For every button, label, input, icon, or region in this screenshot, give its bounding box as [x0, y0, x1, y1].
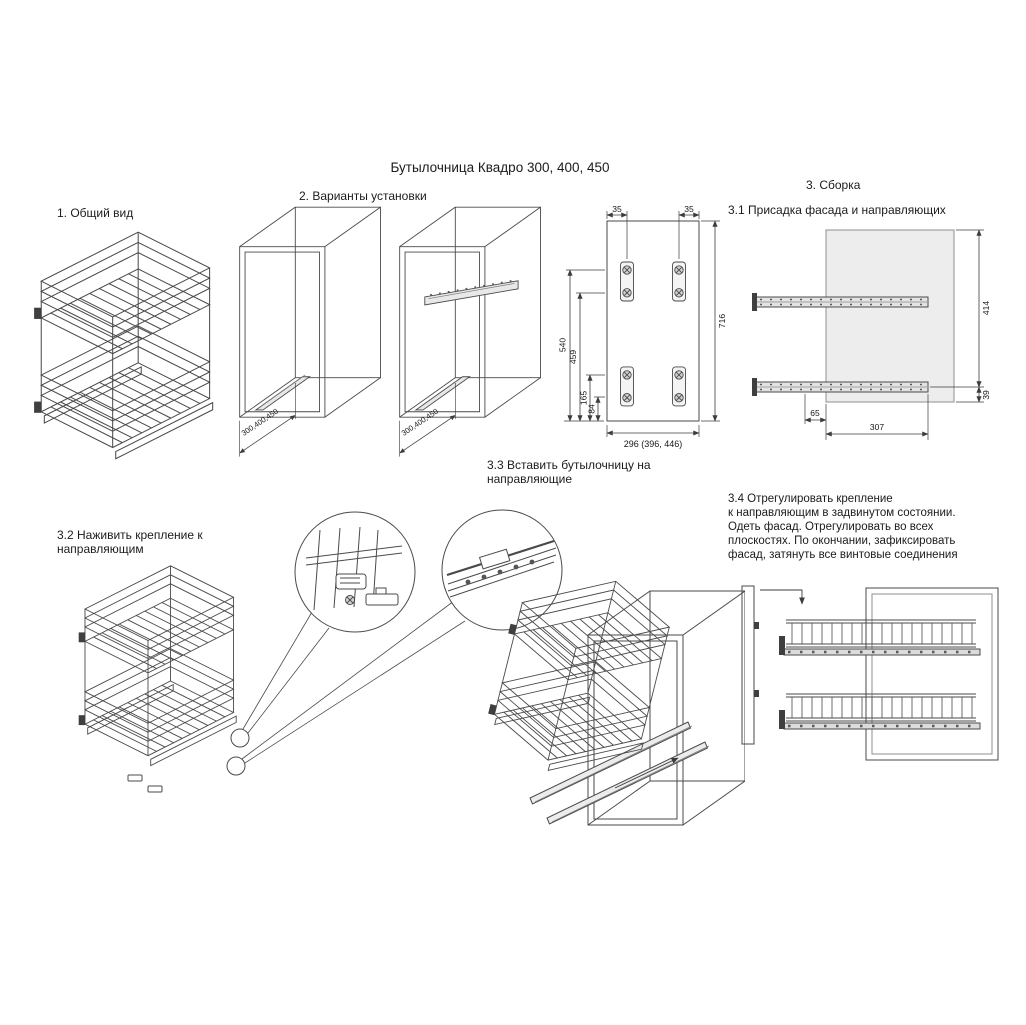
section-1-label: 1. Общий вид: [57, 206, 134, 220]
dim-65: 65: [810, 408, 820, 418]
section-3-4-line3: Одеть фасад. Отрегулировать во всех: [728, 521, 934, 533]
section-3-4-line1: 3.4 Отрегулировать крепление: [728, 493, 893, 505]
mount-direction-arrow: [760, 589, 805, 605]
dim-459: 459: [568, 350, 578, 364]
dim-716: 716: [717, 314, 727, 328]
attach-and-insert-drawing: [40, 509, 745, 826]
rail-detail-line: [259, 374, 306, 408]
dimension-lines: [567, 212, 718, 436]
install-variant-1-drawing: 300,400,450: [239, 206, 381, 457]
section-3-1-label: 3.1 Присадка фасада и направляющих: [728, 203, 946, 217]
cabinet-wireframe: [399, 206, 541, 418]
section-3-3-line1: 3.3 Вставить бутылочницу на: [487, 458, 651, 472]
facade-panel: [825, 229, 955, 403]
rails: [414, 280, 519, 411]
section-3-2-label: 3.2 Наживить крепление к направляющим: [57, 528, 203, 556]
lower-basket-side: [777, 692, 982, 731]
extension-lines: [804, 229, 984, 440]
dim-414: 414: [981, 301, 991, 315]
depth-dim-line: [239, 415, 296, 454]
facade-side-view: [741, 585, 759, 745]
section-3-3-line2: направляющие: [487, 472, 572, 486]
dim-307: 307: [870, 422, 884, 432]
floor-rail: [254, 376, 312, 411]
panel-outline: [606, 220, 700, 422]
facade-drilling-drawing: 414 39 65 307: [751, 229, 991, 440]
install-variant-2-drawing: 300,400,450: [399, 206, 541, 457]
cabinet-side-view: [865, 587, 999, 761]
dim-35-right: 35: [684, 204, 694, 214]
rail-detail-lines: [534, 725, 710, 823]
page-title: Бутылочница Квадро 300, 400, 450: [390, 160, 610, 175]
section-3-2-line1: 3.2 Наживить крепление к: [57, 528, 203, 542]
bottle-rack-isometric: [79, 566, 237, 766]
insert-direction-arrow: [614, 757, 679, 789]
section-3-4-line4: плоскостях. По окончании, зафиксировать: [728, 535, 956, 547]
section-3-4-line2: к направляющим в задвинутом состоянии.: [728, 507, 956, 519]
general-view-drawing: [26, 222, 232, 472]
section-3-4-label: 3.4 Отрегулировать крепление к направляю…: [728, 492, 958, 562]
upper-basket-side: [777, 618, 982, 657]
bottle-rack-isometric: [34, 232, 213, 459]
section-3-4-line5: фасад, затянуть все винтовые соединения: [728, 549, 958, 561]
dim-width: 296 (396, 446): [624, 439, 683, 449]
dim-165: 165: [579, 391, 589, 405]
callout-source-circle-1: [230, 728, 250, 748]
cabinet-wireframe: [239, 206, 381, 418]
clip-detail: [305, 526, 403, 611]
adjust-facade-drawing: [741, 585, 999, 761]
rail-clip-detail: [446, 539, 557, 598]
drilling-plan-drawing: 35 35 716 540 459 165 84 296 (396, 446): [558, 204, 728, 449]
callout-leaders: [241, 597, 466, 764]
mounting-brackets: [620, 261, 686, 407]
section-2-label: 2. Варианты установки: [299, 189, 427, 203]
extended-rails: [529, 721, 709, 825]
loose-clips: [127, 774, 163, 793]
callout-circle-clip: [294, 511, 416, 633]
dim-84: 84: [587, 404, 597, 414]
dim-35-left: 35: [612, 204, 622, 214]
section-3-3-label: 3.3 Вставить бутылочницу на направляющие: [487, 458, 651, 486]
dimension-lines: [804, 229, 982, 437]
section-3-2-line2: направляющим: [57, 542, 144, 556]
callout-source-circle-2: [226, 756, 246, 776]
section-3-label: 3. Сборка: [806, 178, 861, 192]
depth-dim-line: [399, 415, 456, 454]
dim-39: 39: [981, 390, 991, 400]
dim-540: 540: [558, 338, 568, 352]
rail-detail-line: [428, 283, 515, 300]
